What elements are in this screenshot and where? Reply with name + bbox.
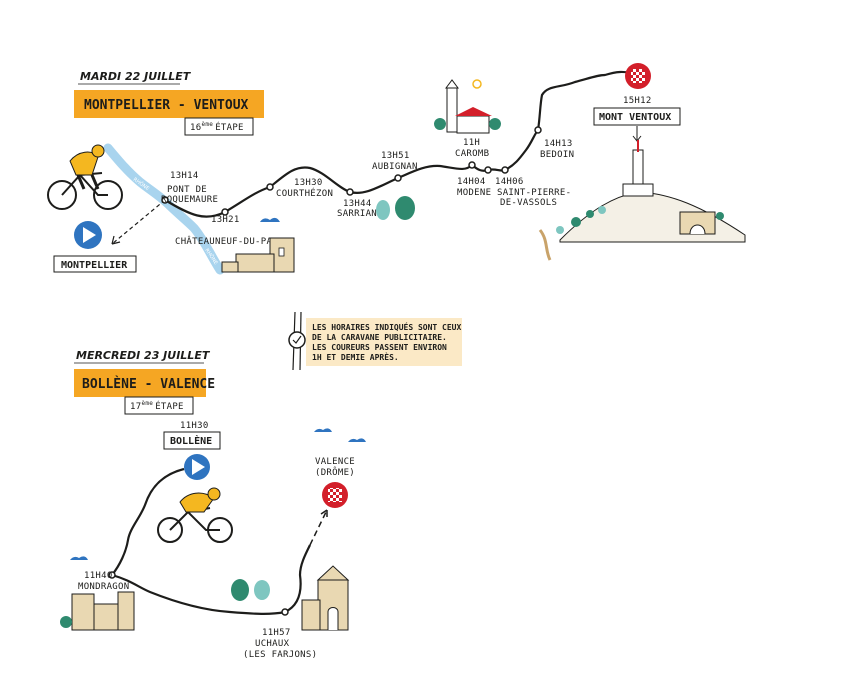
castle-icon bbox=[60, 591, 135, 631]
note-line-1: LES HORAIRES INDIQUÉS SONT CEUX bbox=[312, 321, 461, 332]
stage-17-title: BOLLÈNE - VALENCE bbox=[82, 376, 215, 392]
note-line-3: LES COUREURS PASSENT ENVIRON bbox=[312, 343, 447, 352]
note-background bbox=[306, 318, 462, 366]
stage-17: MERCREDI 23 JUILLET BOLLÈNE - VALENCE 17… bbox=[60, 349, 366, 660]
ventoux-label-box bbox=[593, 107, 681, 126]
svg-text:MODENE: MODENE bbox=[457, 188, 491, 198]
svg-text:SARRIANS: SARRIANS bbox=[337, 209, 383, 219]
svg-text:UCHAUX: UCHAUX bbox=[255, 639, 290, 649]
note-line-4: 1H ET DEMIE APRÈS. bbox=[312, 351, 399, 362]
montpellier-label: MONTPELLIER bbox=[61, 260, 128, 271]
stage-16-title: MONTPELLIER - VENTOUX bbox=[84, 98, 249, 113]
sun-icon bbox=[472, 79, 482, 89]
stage-17-banner bbox=[74, 369, 206, 397]
svg-text:13H14: 13H14 bbox=[170, 171, 199, 181]
waypoint-pont-de-roquemaure[interactable]: 13H14 PONT DE ROQUEMAURE bbox=[161, 171, 218, 205]
stage-16-number-box bbox=[184, 117, 254, 136]
note-line-2: DE LA CARAVANE PUBLICITAIRE. bbox=[312, 333, 447, 342]
start-connector bbox=[111, 199, 166, 245]
svg-text:COURTHÉZON: COURTHÉZON bbox=[276, 187, 333, 199]
waypoint-uchaux[interactable]: 11H57 UCHAUX (LES FARJONS) bbox=[243, 608, 317, 660]
stage-16-route bbox=[164, 70, 636, 218]
finish-marker-mont-ventoux[interactable] bbox=[625, 63, 651, 89]
svg-text:BEDOIN: BEDOIN bbox=[540, 150, 574, 160]
waypoint-bedoin[interactable]: 14H13 BEDOIN bbox=[534, 126, 574, 160]
mont-ventoux-illustration bbox=[538, 140, 746, 261]
svg-text:14H06: 14H06 bbox=[495, 177, 524, 187]
valence-sublabel: (DRÔME) bbox=[315, 466, 355, 478]
stage-17-route bbox=[110, 467, 311, 615]
cyclist-icon bbox=[47, 144, 123, 210]
svg-text:11H: 11H bbox=[463, 138, 480, 148]
waypoint-sarrians[interactable]: 13H44 SARRIANS bbox=[337, 188, 383, 219]
church-icon bbox=[301, 565, 350, 631]
ventoux-label: MONT VENTOUX bbox=[599, 112, 671, 123]
montpellier-label-box bbox=[53, 255, 137, 273]
bollene-label: BOLLÈNE bbox=[170, 434, 212, 447]
svg-text:13H30: 13H30 bbox=[294, 178, 323, 188]
svg-text:11H40: 11H40 bbox=[84, 571, 113, 581]
cloud-icon bbox=[260, 217, 280, 222]
tree-icon bbox=[60, 616, 72, 628]
castle-icon bbox=[221, 237, 295, 273]
waypoint-saint-pierre-de-vassols[interactable]: 14H06 SAINT-PIERRE- DE-VASSOLS bbox=[495, 166, 571, 208]
stage-17-date: MERCREDI 23 JUILLET bbox=[76, 349, 211, 362]
svg-text:11H57: 11H57 bbox=[262, 628, 291, 638]
play-icon bbox=[192, 459, 205, 475]
waypoint-courthezon[interactable]: 13H30 COURTHÉZON bbox=[266, 178, 333, 199]
tree-icon bbox=[434, 118, 446, 130]
caromb-village-illustration bbox=[434, 79, 501, 134]
stage-16: MARDI 22 JUILLET MONTPELLIER - VENTOUX 1… bbox=[47, 63, 746, 275]
svg-text:AUBIGNAN: AUBIGNAN bbox=[372, 162, 418, 172]
start-marker-montpellier[interactable] bbox=[74, 221, 102, 249]
svg-text:CAROMB: CAROMB bbox=[455, 149, 489, 159]
finish-marker-valence[interactable] bbox=[322, 482, 348, 508]
svg-text:PONT DE: PONT DE bbox=[167, 185, 207, 195]
svg-text:(LES FARJONS): (LES FARJONS) bbox=[243, 650, 317, 660]
svg-text:14H13: 14H13 bbox=[544, 139, 573, 149]
stage-17-final-connector bbox=[309, 509, 328, 546]
svg-text:13H51: 13H51 bbox=[381, 151, 410, 161]
svg-text:ROQUEMAURE: ROQUEMAURE bbox=[161, 195, 218, 205]
checkered-flag-icon bbox=[631, 69, 645, 83]
clock-icon bbox=[288, 331, 306, 349]
svg-text:MONDRAGON: MONDRAGON bbox=[78, 582, 129, 592]
play-icon bbox=[83, 227, 96, 243]
waypoint-modene[interactable]: 14H04 MODENE bbox=[457, 166, 492, 198]
bollene-label-box bbox=[163, 431, 221, 450]
sarrians-trees bbox=[376, 196, 415, 220]
svg-text:DE-VASSOLS: DE-VASSOLS bbox=[500, 198, 557, 208]
svg-text:13H21: 13H21 bbox=[211, 215, 240, 225]
checkered-flag-icon bbox=[328, 488, 342, 502]
start-marker-bollene[interactable] bbox=[184, 454, 210, 480]
svg-text:13H44: 13H44 bbox=[343, 199, 372, 209]
uchaux-trees bbox=[231, 579, 270, 601]
rhone-river bbox=[103, 143, 225, 275]
svg-text:SAINT-PIERRE-: SAINT-PIERRE- bbox=[497, 188, 571, 198]
stage-16-date: MARDI 22 JUILLET bbox=[80, 70, 192, 83]
svg-text:CHÂTEAUNEUF-DU-PAPE: CHÂTEAUNEUF-DU-PAPE bbox=[175, 235, 284, 247]
stage-16-banner bbox=[74, 90, 264, 118]
finish-time: 15H12 bbox=[623, 96, 652, 106]
svg-text:14H04: 14H04 bbox=[457, 177, 486, 187]
bollene-time: 11H30 bbox=[180, 421, 209, 431]
cloud-icon bbox=[70, 428, 366, 560]
stage-17-number-box bbox=[124, 396, 194, 415]
waypoint-mondragon[interactable]: 11H40 MONDRAGON bbox=[78, 571, 129, 592]
valence-label: VALENCE bbox=[315, 457, 355, 467]
schedule-note: LES HORAIRES INDIQUÉS SONT CEUX DE LA CA… bbox=[288, 311, 462, 371]
cyclist-icon bbox=[157, 487, 233, 543]
waypoint-aubignan[interactable]: 13H51 AUBIGNAN bbox=[372, 151, 418, 182]
waypoint-chateauneuf-du-pape[interactable]: 13H21 CHÂTEAUNEUF-DU-PAPE bbox=[175, 208, 284, 247]
waypoint-caromb[interactable]: 11H CAROMB bbox=[455, 138, 489, 169]
